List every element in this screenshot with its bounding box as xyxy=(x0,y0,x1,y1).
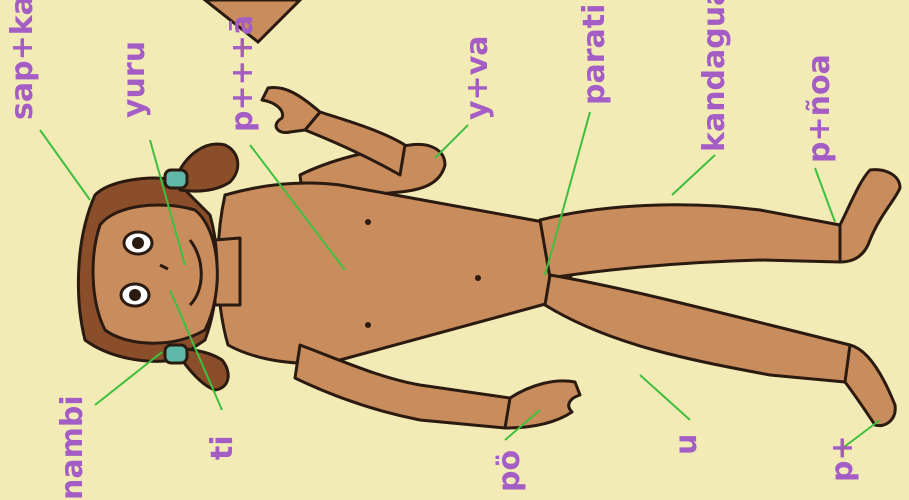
face xyxy=(93,205,217,343)
label-kandagua: kandagua xyxy=(700,0,730,152)
lower-arm xyxy=(295,345,516,428)
hair-tie-top xyxy=(165,170,187,188)
label-ptnoa: p+ñoa xyxy=(805,54,835,163)
child-figure xyxy=(78,87,900,428)
label-po: pö xyxy=(495,450,525,492)
nipple-top xyxy=(365,219,371,225)
upper-leg xyxy=(540,205,851,278)
leader-kandagua xyxy=(672,155,715,195)
upper-foot xyxy=(840,170,900,262)
label-saptka: sap+ka xyxy=(8,0,38,120)
label-ytva: y+va xyxy=(463,36,493,121)
lower-foot xyxy=(845,345,895,426)
hair-tie-bottom xyxy=(165,345,187,363)
leader-ytva xyxy=(435,125,468,158)
label-pt: p+ xyxy=(828,435,858,482)
leader-u xyxy=(640,375,690,420)
lower-leg xyxy=(545,275,858,382)
label-ti: ti xyxy=(208,435,238,460)
label-parati: parati xyxy=(580,4,610,105)
navel xyxy=(475,275,481,281)
torso xyxy=(218,183,571,363)
nipple-bottom xyxy=(365,322,371,328)
label-nambi: nambi xyxy=(58,395,88,500)
lower-hand xyxy=(505,381,580,428)
label-pttta: p+++ā xyxy=(228,15,258,132)
label-yuru: yuru xyxy=(120,41,150,118)
label-u: u xyxy=(672,434,702,455)
leader-ptnoa xyxy=(815,168,835,222)
leader-saptka xyxy=(40,130,90,200)
